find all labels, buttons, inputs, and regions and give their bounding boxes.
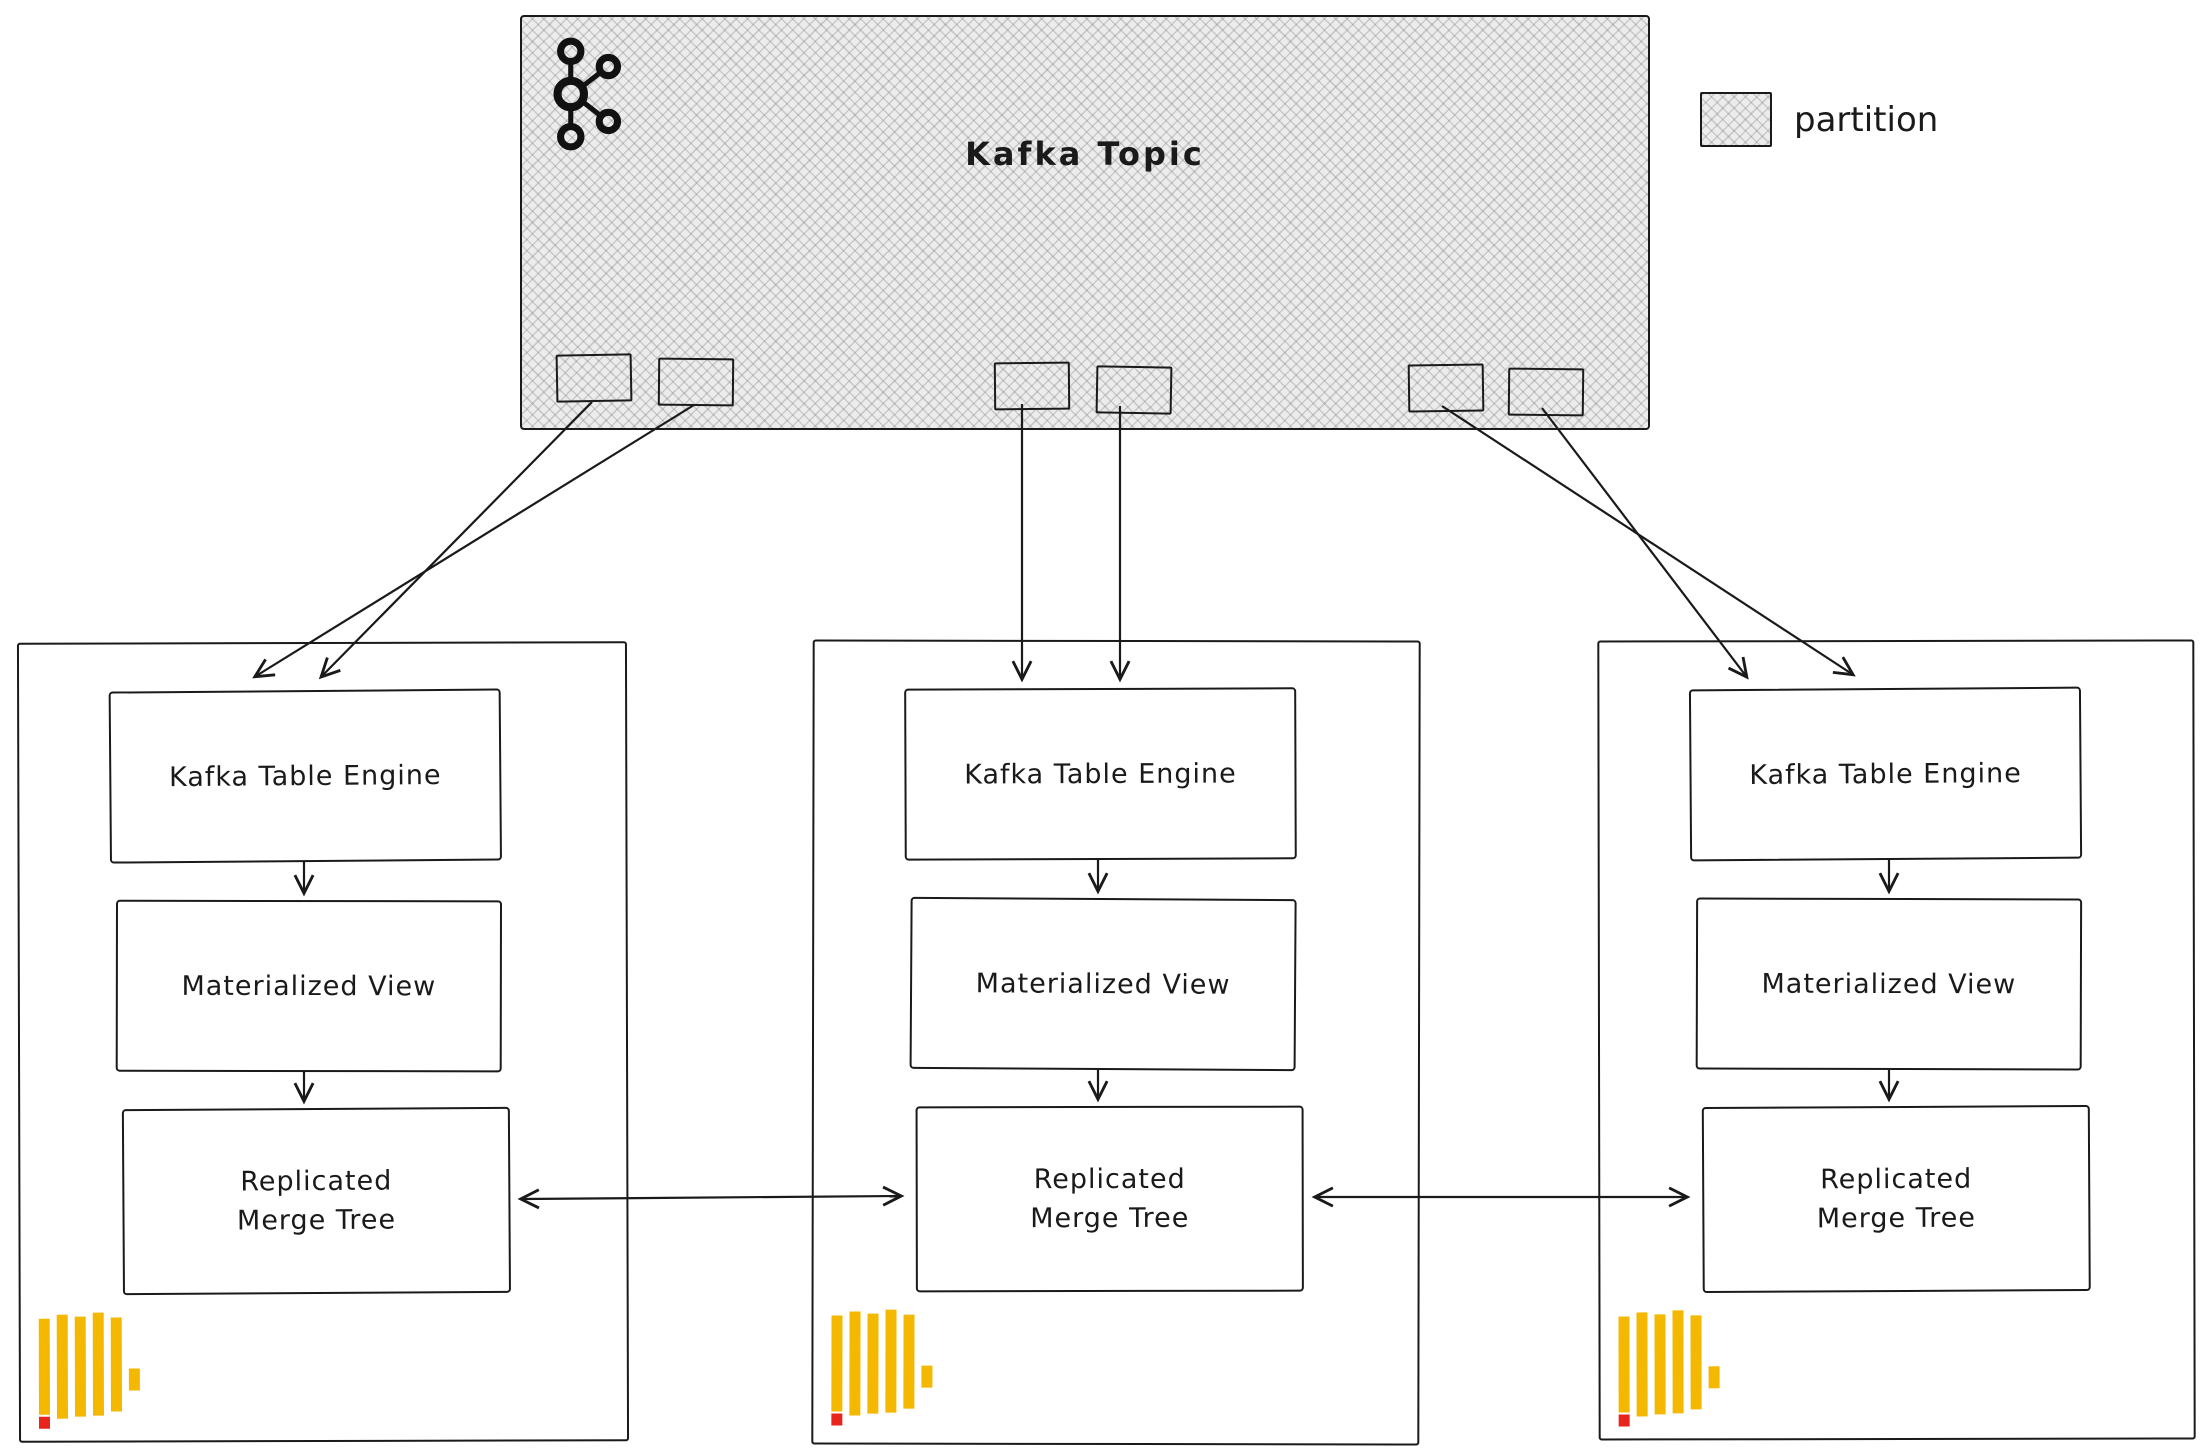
kafka-table-engine-box: Kafka Table Engine (1688, 686, 2083, 862)
partition-box (657, 357, 735, 407)
materialized-view-label: Materialized View (975, 967, 1231, 1001)
replicated-merge-tree-box: Replicated Merge Tree (1701, 1104, 2091, 1294)
clickhouse-logo-icon (1616, 1310, 1736, 1427)
replicated-merge-tree-label: Replicated Merge Tree (236, 1165, 397, 1237)
clickhouse-logo-icon (829, 1309, 949, 1426)
kafka-table-engine-label: Kafka Table Engine (964, 757, 1237, 790)
materialized-view-box: Materialized View (1695, 897, 2083, 1071)
kafka-logo-icon (553, 37, 622, 151)
partition-box (1507, 367, 1585, 417)
partition-box (1407, 363, 1485, 413)
arrow-partition-to-left-engine (252, 404, 695, 679)
materialized-view-label: Materialized View (1761, 968, 2017, 1000)
kafka-topic-title: Kafka Topic (965, 135, 1205, 173)
legend: partition (1700, 92, 1938, 147)
materialized-view-box: Materialized View (115, 899, 503, 1073)
partition-swatch-icon (1700, 92, 1772, 147)
replicated-merge-tree-label: Replicated Merge Tree (1816, 1163, 1977, 1235)
legend-label: partition (1794, 99, 1939, 140)
replicated-merge-tree-box: Replicated Merge Tree (915, 1105, 1304, 1293)
server-node-middle: Kafka Table Engine Materialized View Rep… (811, 639, 1421, 1446)
arrow-partition-to-right-engine (1541, 407, 1749, 680)
arrow-partition-to-right-engine (1441, 405, 1856, 677)
arrow-partition-to-left-engine (318, 401, 593, 680)
kafka-table-engine-label: Kafka Table Engine (168, 759, 442, 793)
kafka-table-engine-box: Kafka Table Engine (108, 688, 502, 864)
kafka-table-engine-label: Kafka Table Engine (1749, 757, 2022, 791)
replicated-merge-tree-box: Replicated Merge Tree (121, 1106, 511, 1296)
partition-box (1095, 365, 1173, 415)
kafka-table-engine-box: Kafka Table Engine (904, 687, 1297, 861)
materialized-view-box: Materialized View (909, 896, 1297, 1072)
kafka-topic-node: Kafka Topic (520, 15, 1650, 430)
partition-box (993, 361, 1071, 411)
server-node-left: Kafka Table Engine Materialized View Rep… (16, 641, 630, 1443)
partition-box (555, 353, 633, 403)
clickhouse-logo-icon (37, 1312, 157, 1429)
replicated-merge-tree-label: Replicated Merge Tree (1030, 1163, 1190, 1235)
server-node-right: Kafka Table Engine Materialized View Rep… (1597, 639, 2196, 1441)
materialized-view-label: Materialized View (181, 970, 437, 1002)
